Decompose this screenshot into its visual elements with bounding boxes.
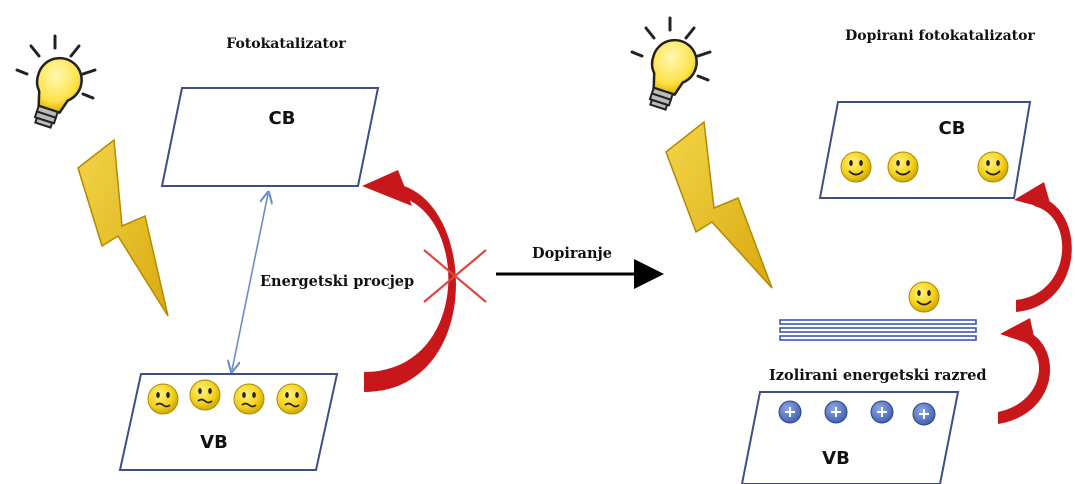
smiley-electron-icon	[840, 151, 872, 183]
left-cb-label: CB	[269, 108, 296, 129]
smiley-electron-icon	[276, 383, 308, 415]
isolated-energy-level	[779, 319, 977, 341]
light-bulb-icon-left	[15, 34, 97, 129]
lightning-bolt-icon-right	[665, 120, 773, 289]
doping-arrow-label: Dopiranje	[532, 245, 612, 262]
left-curved-arrow	[362, 170, 456, 392]
isolated-level-label: Izolirani energetski razred	[769, 367, 987, 384]
smiley-electron-icon	[977, 151, 1009, 183]
smiley-electron-icon	[887, 151, 919, 183]
smiley-electron-icon	[189, 379, 221, 411]
right-vb-label: VB	[822, 448, 850, 469]
right-vb-holes	[778, 400, 936, 426]
plus-hole-icon	[778, 400, 802, 424]
right-conduction-band	[818, 101, 1032, 199]
plus-hole-icon	[824, 400, 848, 424]
light-bulb-icon-right	[630, 16, 712, 111]
right-panel-title: Dopirani fotokatalizator	[845, 28, 1035, 44]
left-panel-title: Fotokatalizator	[226, 36, 346, 52]
band-gap-arrow	[232, 194, 268, 370]
right-cb-label: CB	[939, 118, 966, 139]
smiley-electron-icon	[233, 383, 265, 415]
left-vb-label: VB	[200, 432, 228, 453]
lightning-bolt-icon-left	[77, 138, 169, 317]
left-electrons	[147, 379, 308, 415]
left-conduction-band	[160, 87, 380, 187]
right-lower-curved-arrow	[998, 318, 1051, 424]
band-gap-label: Energetski procjep	[260, 273, 414, 290]
smiley-electron-icon	[908, 281, 940, 313]
right-cb-electrons	[840, 151, 1009, 183]
x-cross-icon	[423, 249, 487, 303]
plus-hole-icon	[912, 402, 936, 426]
plus-hole-icon	[870, 400, 894, 424]
smiley-electron-icon	[147, 383, 179, 415]
right-upper-curved-arrow	[1014, 182, 1072, 312]
